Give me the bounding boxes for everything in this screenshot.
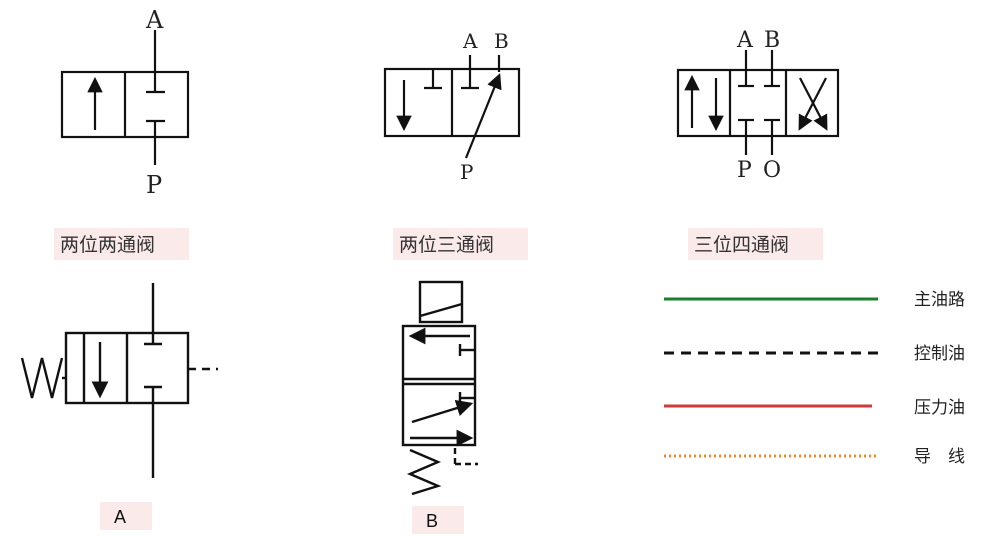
port-label-b: B <box>494 29 509 53</box>
port-label-b: B <box>764 28 780 53</box>
valve-three-position-four-way <box>676 50 840 155</box>
caption-three-position-four-way: 三位四通阀 <box>694 234 789 256</box>
figure-b-label-bg <box>412 506 464 534</box>
figure-a-label-bg <box>100 502 152 530</box>
flow-arrow-cross-2 <box>798 77 827 131</box>
flow-arrow-diagonal <box>411 399 474 424</box>
port-label-p: P <box>460 160 473 184</box>
caption-bg <box>54 228 189 260</box>
caption-two-position-two-way: 两位两通阀 <box>60 234 155 256</box>
port-label-a: A <box>462 29 478 53</box>
figure-b-valve <box>401 280 478 496</box>
port-label-a: A <box>736 28 754 53</box>
figure-b-label: B <box>426 511 438 531</box>
valve-two-position-two-way <box>60 30 190 165</box>
spring-icon <box>20 357 64 399</box>
figure-a-valve <box>20 283 218 478</box>
port-label-p: P <box>146 171 162 199</box>
legend-label-control-oil: 控制油 <box>914 344 965 364</box>
figure-a-label: A <box>114 507 126 527</box>
caption-bg <box>688 228 823 260</box>
valve-box <box>676 68 840 138</box>
solenoid-icon <box>418 280 464 324</box>
port-label-p: P <box>737 158 752 183</box>
valve-two-position-three-way <box>383 55 521 159</box>
caption-two-position-three-way: 两位三通阀 <box>399 234 494 256</box>
valve-box <box>401 324 477 447</box>
caption-bg <box>393 228 528 260</box>
legend-label-pressure-oil: 压力油 <box>914 398 965 418</box>
solenoid-diagonal <box>419 302 463 318</box>
flow-arrow-p-to-b <box>464 73 502 159</box>
port-label-o: O <box>763 158 781 183</box>
spring-icon <box>406 448 442 496</box>
legend: 主油路 控制油 压力油 导 线 <box>664 290 965 467</box>
legend-label-wire: 导 线 <box>914 447 965 467</box>
legend-label-main-oil: 主油路 <box>914 290 965 310</box>
port-label-a: A <box>145 6 164 34</box>
